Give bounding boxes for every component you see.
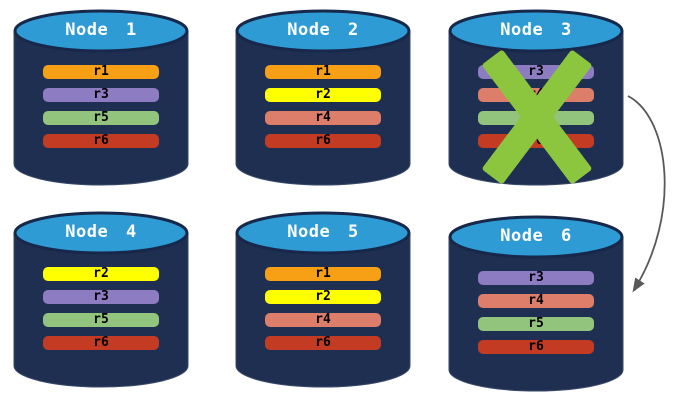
- node-6: Node 6 r3 r4 r5 r6: [446, 214, 626, 394]
- replica-bar: r4: [478, 294, 594, 308]
- replica-label: r1: [315, 266, 331, 281]
- node-5: Node 5 r1 r2 r4 r6: [233, 210, 413, 390]
- node-title: Node 4: [65, 222, 137, 242]
- replica-bar: r2: [265, 88, 381, 102]
- replica-bar: r5: [43, 111, 159, 125]
- replica-label: r4: [315, 110, 331, 125]
- node-title: Node 6: [500, 226, 572, 246]
- replica-label: r6: [528, 339, 544, 354]
- replica-label: r2: [315, 289, 331, 304]
- replica-bar: r4: [265, 111, 381, 125]
- node-4: Node 4 r2 r3 r5 r6: [11, 210, 191, 390]
- replica-label: r3: [93, 87, 109, 102]
- replica-bar: r3: [478, 271, 594, 285]
- replica-label: r6: [93, 335, 109, 350]
- replica-bar: r6: [265, 134, 381, 148]
- replica-label: r6: [315, 133, 331, 148]
- replica-label: r4: [528, 87, 544, 102]
- replica-label: r6: [528, 133, 544, 148]
- replica-label: r3: [93, 289, 109, 304]
- replica-bar: r6: [43, 134, 159, 148]
- replica-bar: r6: [478, 134, 594, 148]
- node-1: Node 1 r1 r3 r5 r6: [11, 8, 191, 188]
- replica-label: r2: [315, 87, 331, 102]
- replica-label: r5: [93, 312, 109, 327]
- replica-bar: r6: [43, 336, 159, 350]
- replica-label: r2: [93, 266, 109, 281]
- replica-label: r4: [315, 312, 331, 327]
- replica-bar: r5: [478, 111, 594, 125]
- node-title: Node 5: [287, 222, 359, 242]
- replica-bar: r4: [478, 88, 594, 102]
- replica-bar: r2: [265, 290, 381, 304]
- node-3: Node 3 r3 r4 r5 r6: [446, 8, 626, 188]
- node-title: Node 2: [287, 20, 359, 40]
- replica-label: r5: [528, 316, 544, 331]
- replica-label: r4: [528, 293, 544, 308]
- replica-bar: r4: [265, 313, 381, 327]
- node-2: Node 2 r1 r2 r4 r6: [233, 8, 413, 188]
- replica-label: r1: [315, 64, 331, 79]
- replica-label: r3: [528, 64, 544, 79]
- replica-bar: r6: [478, 340, 594, 354]
- replica-bar: r3: [478, 65, 594, 79]
- replica-bar: r5: [478, 317, 594, 331]
- replica-bar: r6: [265, 336, 381, 350]
- replica-label: r3: [528, 270, 544, 285]
- replica-bar: r1: [265, 65, 381, 79]
- node-title: Node 3: [500, 20, 572, 40]
- replica-bar: r3: [43, 290, 159, 304]
- replica-label: r5: [528, 110, 544, 125]
- replica-bar: r1: [43, 65, 159, 79]
- replica-label: r6: [93, 133, 109, 148]
- node-title: Node 1: [65, 20, 137, 40]
- replica-bar: r1: [265, 267, 381, 281]
- replica-label: r5: [93, 110, 109, 125]
- replica-label: r6: [315, 335, 331, 350]
- replica-label: r1: [93, 64, 109, 79]
- replica-bar: r5: [43, 313, 159, 327]
- replica-bar: r2: [43, 267, 159, 281]
- replica-bar: r3: [43, 88, 159, 102]
